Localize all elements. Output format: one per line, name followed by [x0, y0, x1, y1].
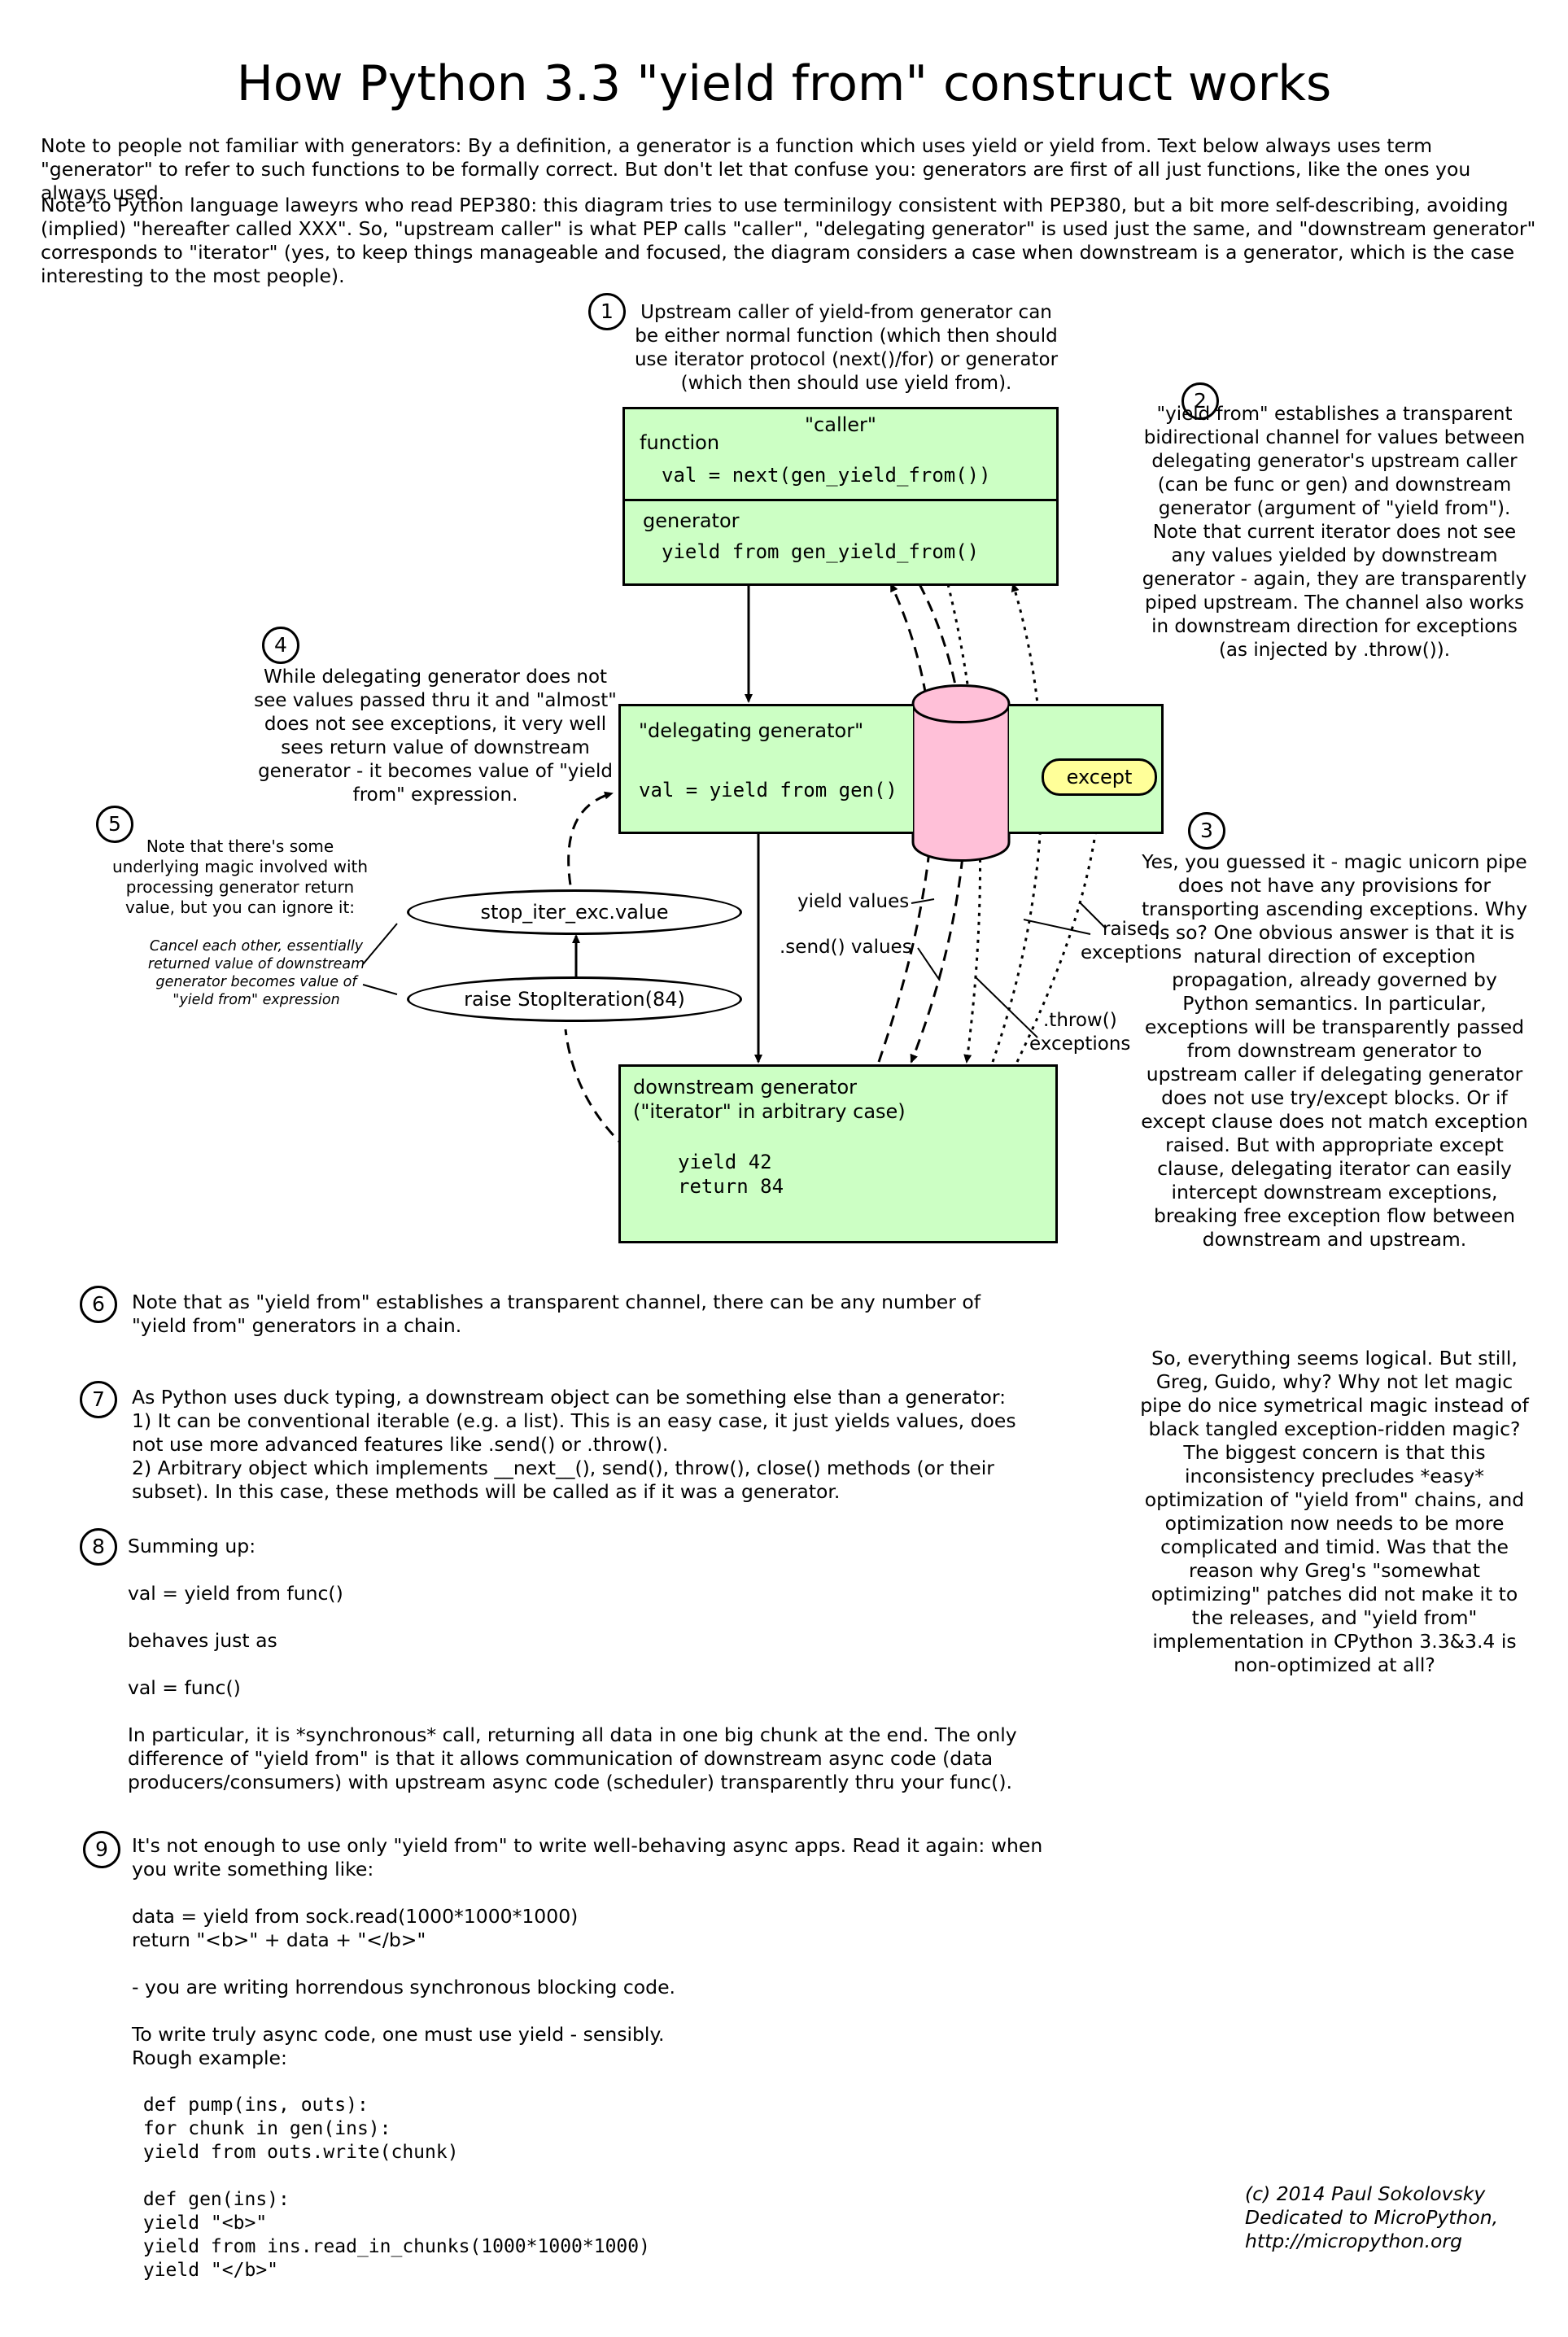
- section-7-point-2: 2) Arbitrary object which implements __n…: [132, 1457, 994, 1503]
- delegating-code: val = yield from gen(): [639, 779, 898, 802]
- section-9-intro: It's not enough to use only "yield from"…: [132, 1834, 1043, 1881]
- label-throw-exceptions: exceptions: [1029, 1033, 1131, 1055]
- caller-generator-code: yield from gen_yield_from(): [662, 540, 980, 563]
- section-9-code-2: return "<b>" + data + "</b>": [132, 1929, 426, 1951]
- delegating-box: "delegating generator" val = yield from …: [618, 704, 913, 834]
- callout-1: Upstream caller of yield-from generator …: [634, 302, 1059, 394]
- downstream-code-line: return 84: [678, 1175, 784, 1198]
- note-pep380: Note to Python language laweyrs who read…: [41, 194, 1536, 287]
- caller-divider: [625, 499, 1056, 501]
- section-6-text: Note that as "yield from" establishes a …: [132, 1291, 981, 1337]
- except-badge: except: [1042, 758, 1157, 796]
- dashed-return-upper: [567, 791, 614, 904]
- section-8-body: In particular, it is *synchronous* call,…: [128, 1723, 1017, 1793]
- magic-pipe: [911, 684, 1011, 862]
- downstream-heading: downstream generator: [633, 1076, 858, 1099]
- marker-8: 8: [80, 1528, 117, 1566]
- label-raised: raised: [1103, 919, 1160, 940]
- section-9-advice: To write truly async code, one must use …: [132, 2023, 665, 2046]
- callout-3: Yes, you guessed it - magic unicorn pipe…: [1141, 850, 1528, 1251]
- marker-4: 4: [262, 627, 299, 664]
- section-9: It's not enough to use only "yield from"…: [132, 1834, 1051, 2282]
- stop-iter-oval: stop_iter_exc.value: [407, 889, 742, 935]
- section-9-advice-2: Rough example:: [132, 2047, 287, 2069]
- page-title: How Python 3.3 "yield from" construct wo…: [236, 55, 1332, 112]
- callout-5: Note that there's some underlying magic …: [111, 837, 369, 917]
- label-yield-values: yield values: [797, 891, 910, 912]
- dotted-raised-to-except: [1015, 796, 1104, 1063]
- label-raised-exceptions: exceptions: [1081, 942, 1182, 963]
- marker-1: 1: [588, 293, 626, 330]
- label-throw: .throw(): [1043, 1010, 1117, 1031]
- note-generators: Note to people not familiar with generat…: [41, 134, 1471, 204]
- marker-3: 3: [1188, 812, 1225, 850]
- downstream-code-line: yield 42: [678, 1151, 772, 1173]
- downstream-box: downstream generator ("iterator" in arbi…: [618, 1064, 1058, 1243]
- downstream-subheading: ("iterator" in arbitrary case): [633, 1100, 906, 1123]
- delegating-heading: "delegating generator": [639, 719, 864, 742]
- callout-2: "yield from" establishes a transparent b…: [1142, 404, 1527, 661]
- section-8-intro: Summing up:: [128, 1535, 256, 1557]
- credit: (c) 2014 Paul Sokolovsky Dedicated to Mi…: [1245, 2182, 1498, 2253]
- section-7-intro: As Python uses duck typing, a downstream…: [132, 1386, 1007, 1409]
- callout-3-continued: So, everything seems logical. But still,…: [1140, 1347, 1529, 1676]
- section-8-line-1: val = yield from func(): [128, 1582, 343, 1605]
- marker-6: 6: [80, 1286, 117, 1323]
- marker-7: 7: [80, 1381, 117, 1418]
- section-7-point-1: 1) It can be conventional iterable (e.g.…: [132, 1409, 1016, 1456]
- credit-line-1: (c) 2014 Paul Sokolovsky: [1245, 2182, 1486, 2205]
- marker-5: 5: [96, 806, 133, 843]
- callout-5-note: Cancel each other, essentially returned …: [147, 938, 365, 1008]
- credit-line-2: Dedicated to MicroPython,: [1245, 2206, 1499, 2229]
- caller-generator-label: generator: [643, 509, 740, 532]
- section-8: Summing up: val = yield from func() beha…: [128, 1535, 1039, 1794]
- section-8-line-2: behaves just as: [128, 1629, 277, 1652]
- caller-heading: "caller": [805, 413, 876, 436]
- section-9-code-1: data = yield from sock.read(1000*1000*10…: [132, 1905, 579, 1928]
- label-send-values: .send() values: [780, 937, 912, 958]
- section-7: As Python uses duck typing, a downstream…: [132, 1386, 1027, 1504]
- section-8-line-3: val = func(): [128, 1676, 241, 1699]
- marker-9: 9: [83, 1831, 120, 1868]
- caller-box: "caller" function val = next(gen_yield_f…: [622, 407, 1059, 586]
- caller-function-label: function: [640, 431, 720, 454]
- raise-stopiteration-oval: raise StopIteration(84): [407, 976, 742, 1022]
- callout-4: While delegating generator does not see …: [254, 666, 617, 806]
- credit-line-3: http://micropython.org: [1245, 2230, 1463, 2252]
- caller-function-code: val = next(gen_yield_from()): [662, 464, 991, 487]
- marker-2: 2: [1181, 382, 1219, 420]
- section-9-code-example: def pump(ins, outs): for chunk in gen(in…: [142, 2095, 650, 2281]
- section-9-warning: - you are writing horrendous synchronous…: [132, 1976, 675, 1998]
